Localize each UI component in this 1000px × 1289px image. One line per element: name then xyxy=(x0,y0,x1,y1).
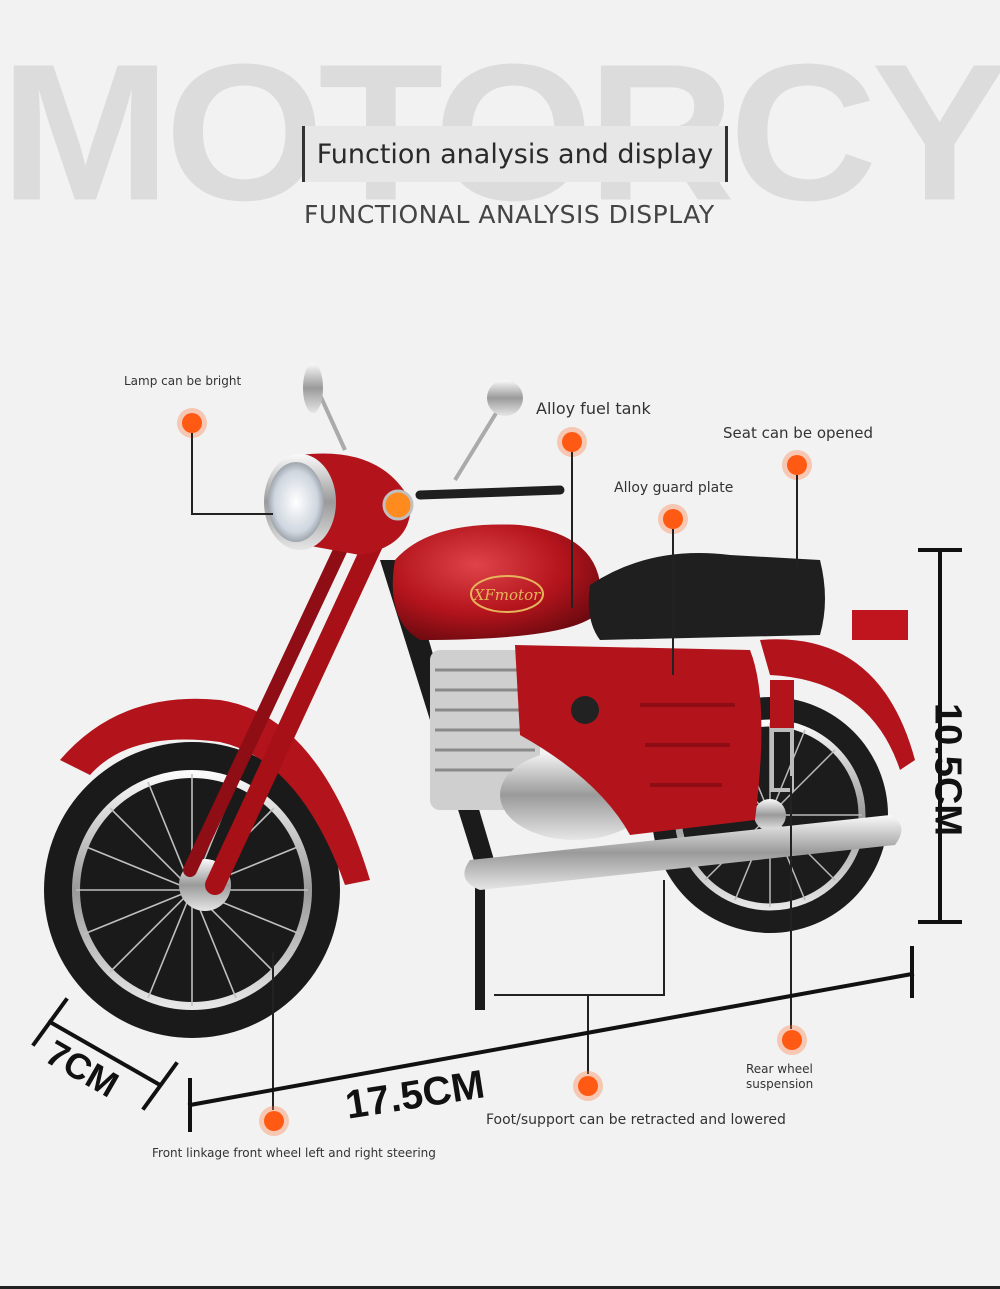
callout-fuel-tank-line xyxy=(571,452,573,608)
tail-light xyxy=(852,610,908,640)
width-dimension-line xyxy=(47,1019,163,1088)
callout-lamp-line-v xyxy=(191,433,193,515)
callout-kickstand-dot xyxy=(578,1076,598,1096)
callout-kickstand-line-v1 xyxy=(663,880,665,996)
front-fender xyxy=(60,698,370,885)
callout-lamp-line-h xyxy=(191,513,273,515)
guard-plate-grooves xyxy=(640,703,735,787)
callout-kickstand-label: Foot/support can be retracted and lowere… xyxy=(486,1112,786,1128)
seat xyxy=(588,553,825,640)
callout-lamp-label: Lamp can be bright xyxy=(124,374,242,388)
callout-front-steering-line xyxy=(272,952,274,1110)
callout-seat-label: Seat can be opened xyxy=(723,424,874,442)
headlight xyxy=(264,453,414,555)
callout-guard-plate-label: Alloy guard plate xyxy=(614,480,734,496)
length-dimension-line xyxy=(187,971,915,1108)
callout-kickstand-line-h xyxy=(494,994,665,996)
callout-rear-suspension-dot xyxy=(782,1030,802,1050)
rear-fender xyxy=(760,639,915,770)
callout-front-steering-dot xyxy=(264,1111,284,1131)
section-title: Function analysis and display xyxy=(316,138,714,170)
fuel-tank xyxy=(392,524,601,640)
callout-rear-suspension-line2: suspension xyxy=(746,1077,814,1091)
callout-front-steering-label: Front linkage front wheel left and right… xyxy=(152,1146,436,1160)
callout-rear-suspension-label: Rear wheel suspension xyxy=(746,1062,813,1092)
callout-seat-dot xyxy=(787,455,807,475)
handlebar xyxy=(303,363,565,500)
side-guard-plate xyxy=(515,645,762,835)
callout-guard-plate-line xyxy=(672,529,674,675)
callout-seat-line xyxy=(796,475,798,567)
bottom-rule xyxy=(0,1286,1000,1289)
callout-fuel-tank-dot xyxy=(562,432,582,452)
section-subtitle: FUNCTIONAL ANALYSIS DISPLAY xyxy=(304,200,715,229)
brand-logo-badge xyxy=(470,575,544,613)
front-fork xyxy=(183,530,385,895)
exhaust-pipe xyxy=(464,815,902,890)
callout-lamp-dot xyxy=(182,413,202,433)
callout-rear-suspension-line xyxy=(790,776,792,1029)
side-cap xyxy=(571,696,599,724)
callout-guard-plate-dot xyxy=(663,509,683,529)
height-dimension-label: 10.5CM xyxy=(926,702,969,837)
title-banner: Function analysis and display xyxy=(302,126,728,182)
rear-shock-absorber xyxy=(770,680,794,792)
brand-logo-text: XFmotor xyxy=(473,586,541,604)
callout-fuel-tank-label: Alloy fuel tank xyxy=(536,399,651,418)
callout-rear-suspension-line1: Rear wheel xyxy=(746,1062,813,1076)
